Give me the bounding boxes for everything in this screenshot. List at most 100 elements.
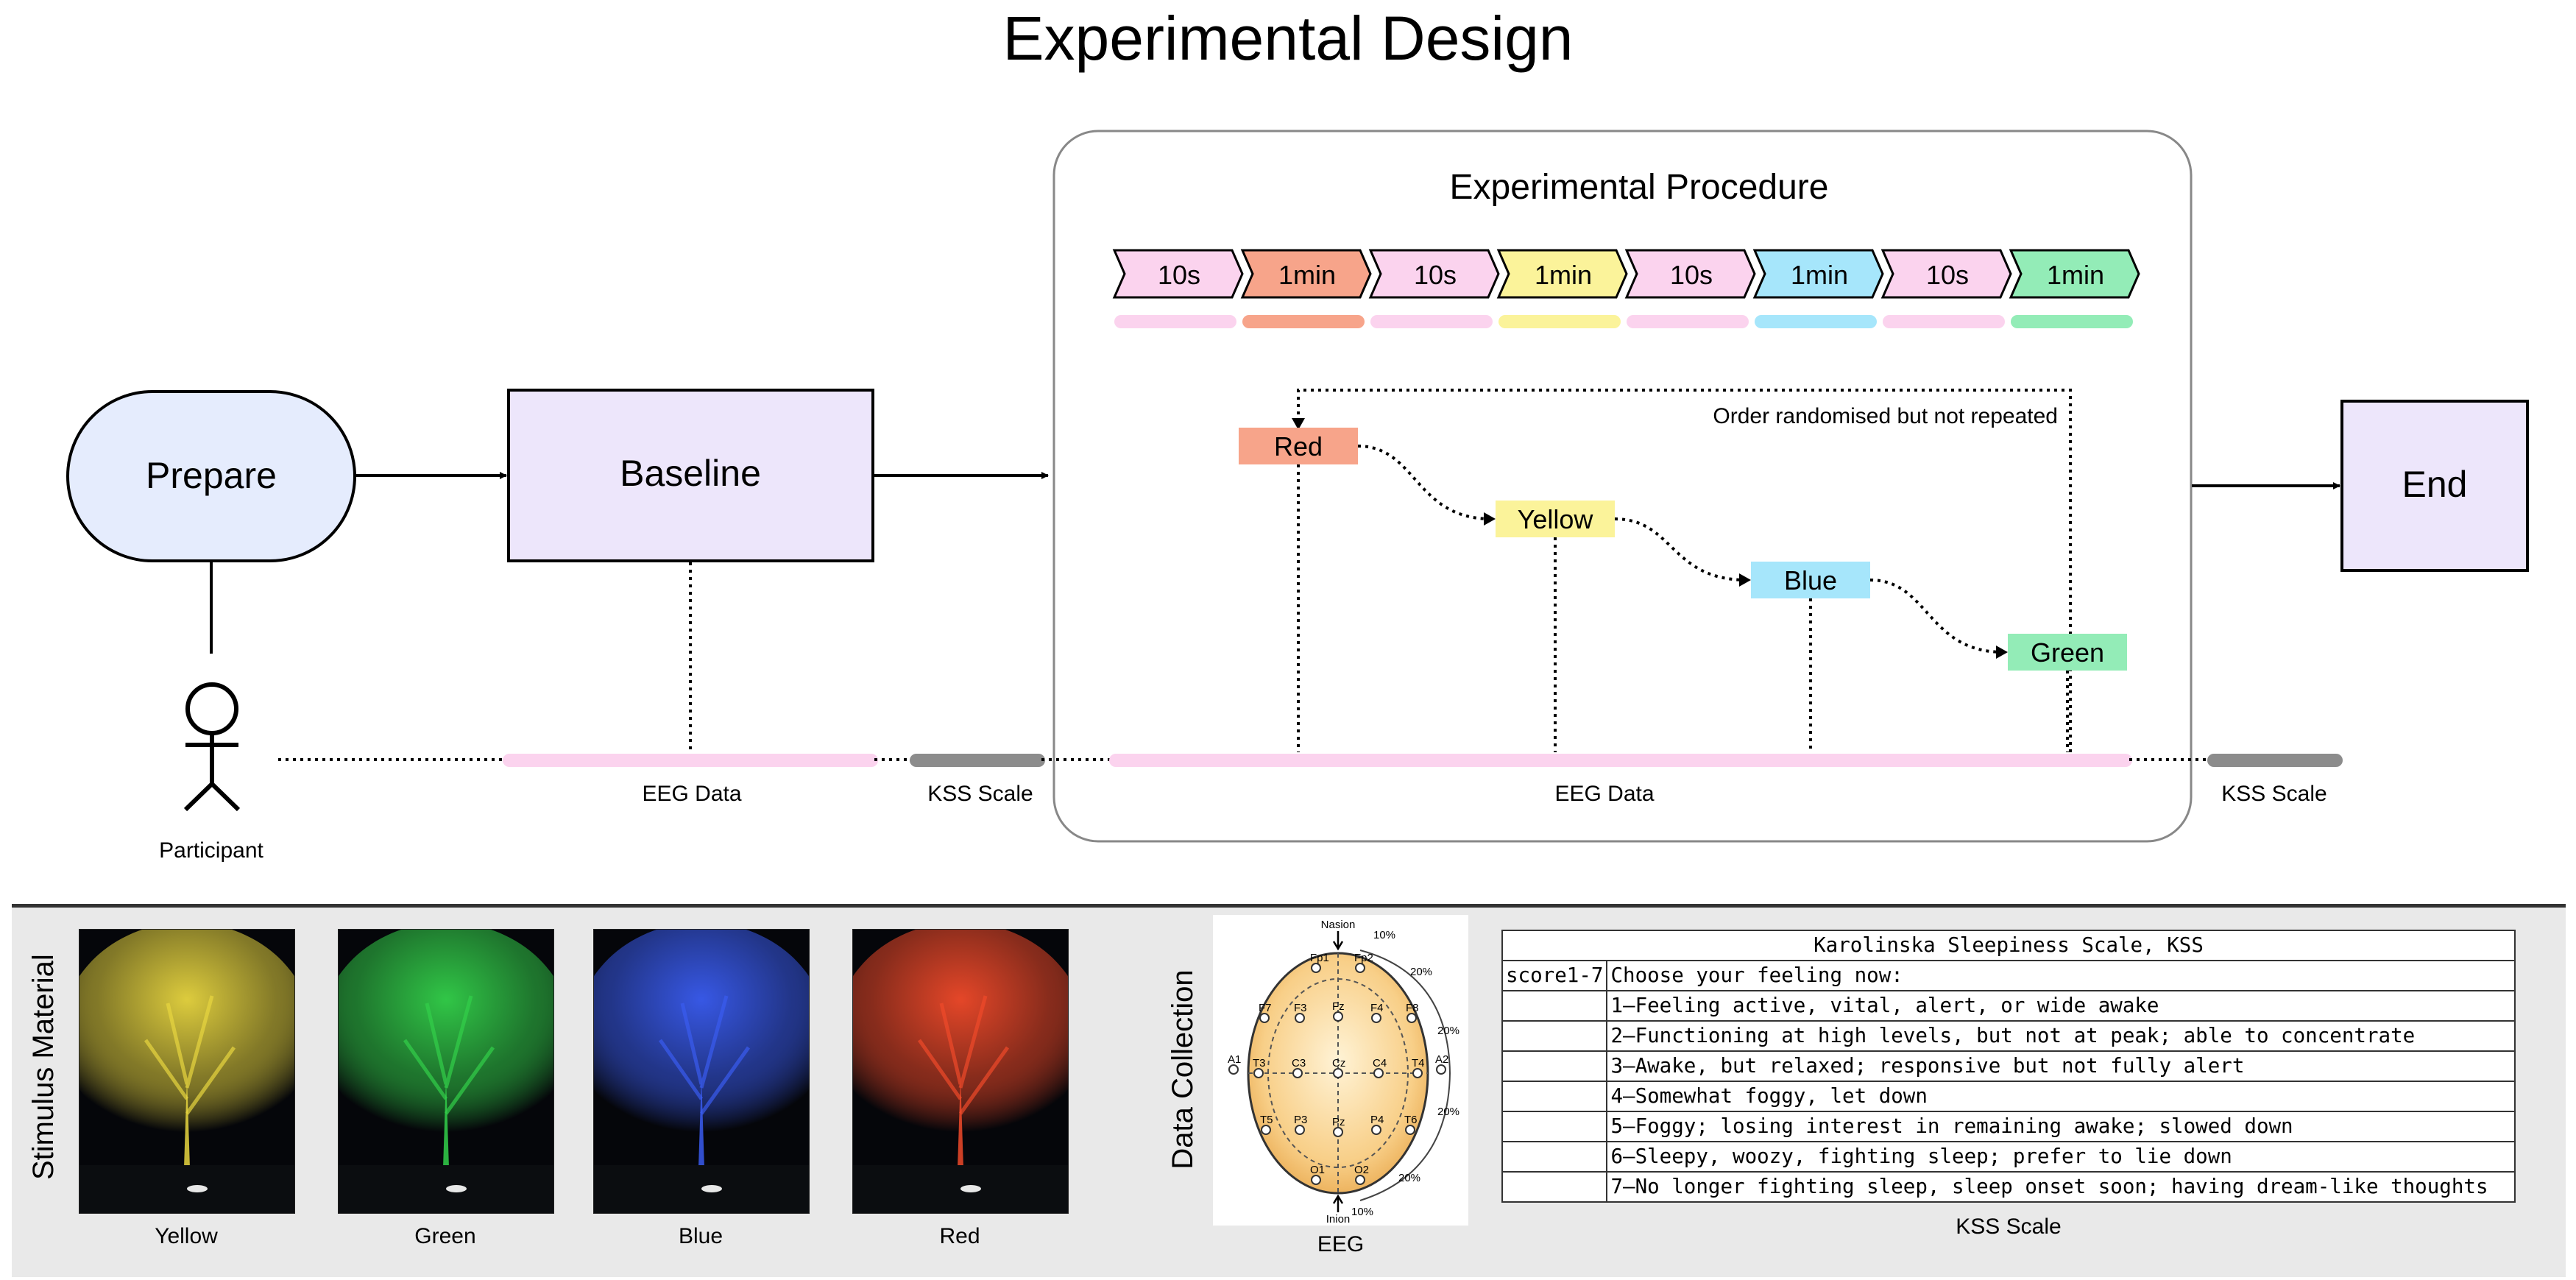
electrode-label: O2 [1354,1164,1369,1176]
timeline-segment [1880,249,2012,299]
electrode-label: F7 [1259,1002,1272,1014]
data-collection-label: Data Collection [1167,969,1199,1170]
percent-arc [1359,950,1451,1201]
kss-row: Karolinska Sleepiness Scale, KSS [1501,930,2516,961]
timeline-segment [1240,249,1372,299]
electrode-label: P3 [1294,1114,1307,1126]
eeg-data-label-2: EEG Data [1554,782,1654,806]
electrode-label: P4 [1370,1114,1384,1126]
timeline-segment [1752,249,1884,299]
kss-scale-label-2: KSS Scale [2221,782,2326,806]
electrode-label: T6 [1404,1114,1418,1126]
kss-score-cell [1501,990,1608,1022]
timeline-segment [1624,249,1756,299]
pct10-top: 10% [1373,929,1395,941]
end-label: End [2402,464,2468,505]
timeline-segment-label: 10s [1670,260,1713,290]
electrode-label: Pz [1332,1116,1345,1128]
inion-arrow [1332,1194,1344,1212]
condition-node [1751,562,1870,598]
pct20-d: 20% [1398,1172,1420,1184]
electrode-label: F3 [1294,1002,1307,1014]
electrode-dot [1295,1013,1305,1023]
flow-diagram: Experimental Procedure Prepare Baseline … [66,130,2529,863]
eeg-head-diagram: Nasion Inion 10% 20% 20% 20% 20% 10% Fp1… [1213,915,1468,1226]
timeline-segment-label: 10s [1158,260,1200,290]
kss-score-cell [1501,1111,1608,1142]
stimulus-image [852,929,1069,1214]
procedure-frame [1052,130,2193,843]
kss-level: 3—Awake, but relaxed; responsive but not… [1606,1050,2516,1082]
electrode-dot [1355,963,1365,973]
kss-row: 2—Functioning at high levels, but not at… [1501,1020,2516,1052]
end-node [2340,400,2529,572]
timeline-segment-label: 10s [1414,260,1457,290]
pct20-b: 20% [1437,1025,1459,1037]
electrode-label: C3 [1292,1057,1306,1069]
kss-score-cell [1501,1020,1608,1052]
kss-caption: KSS Scale [1956,1214,2062,1239]
kss-row: 3—Awake, but relaxed; responsive but not… [1501,1050,2516,1082]
timeline-segment [1496,249,1628,299]
electrode-dot [1295,1125,1305,1135]
electrode-label: F8 [1406,1002,1419,1014]
electrode-dot [1261,1125,1271,1135]
timeline-bar [1242,315,1365,328]
electrode-dot [1406,1013,1417,1023]
electrode-label: T3 [1253,1057,1266,1069]
electrode-dot [1311,963,1321,973]
electrode-dot [1333,1068,1343,1078]
kss-level: 6—Sleepy, woozy, fighting sleep; prefer … [1606,1141,2516,1173]
baseline-label: Baseline [620,453,761,494]
condition-transition-arrowhead [1739,573,1751,587]
timeline-segment-label: 1min [2047,260,2104,290]
eeg-data-label-1: EEG Data [642,782,741,806]
procedure-title: Experimental Procedure [1450,168,1829,207]
electrode-dot [1371,1125,1381,1135]
timeline-segment [1112,249,1244,299]
electrode-dot [1373,1068,1384,1078]
stimulus-image [79,929,295,1214]
condition-transition [1614,517,1747,581]
timeline-bar [2011,315,2133,328]
kss-row: 6—Sleepy, woozy, fighting sleep; prefer … [1501,1141,2516,1173]
stimulus-section-label: Stimulus Material [27,954,60,1180]
kss-title: Karolinska Sleepiness Scale, KSS [1501,930,2516,961]
participant-icon [183,682,241,812]
kss-level: 2—Functioning at high levels, but not at… [1606,1020,2516,1052]
electrode-dot [1333,1127,1343,1137]
condition-node [1239,428,1358,464]
kss-row: 7—No longer fighting sleep, sleep onset … [1501,1171,2516,1203]
kss-score-cell [1501,1141,1608,1173]
pct10-bottom: 10% [1351,1206,1373,1218]
timeline-segment [1368,249,1500,299]
electrode-dot [1292,1068,1303,1078]
condition-label: Yellow [1518,504,1594,534]
electrode-label: O1 [1310,1164,1325,1176]
inner-ring [1267,978,1409,1168]
electrode-dot [1311,1175,1321,1185]
electrode-dot [1228,1064,1239,1075]
electrode-label: A1 [1228,1053,1241,1066]
loop-back-arrowhead [1292,418,1305,430]
page-title: Experimental Design [1002,4,1574,73]
prepare-label: Prepare [146,455,277,496]
condition-node [1496,501,1615,537]
timeline-bar [1627,315,1749,328]
timeline-bar [1370,315,1493,328]
electrode-label: Fz [1332,1000,1345,1013]
timeline-bar [1114,315,1236,328]
electrode-dot [1355,1175,1365,1185]
condition-node [2008,634,2127,671]
eeg-caption: EEG [1317,1232,1365,1256]
stimulus-caption: Red [939,1224,980,1248]
timeline-bar [1498,315,1621,328]
kss-score-cell [1501,1050,1608,1082]
electrode-label: F4 [1370,1002,1384,1014]
stimulus-image [593,929,810,1214]
nasion-label: Nasion [1321,919,1356,931]
